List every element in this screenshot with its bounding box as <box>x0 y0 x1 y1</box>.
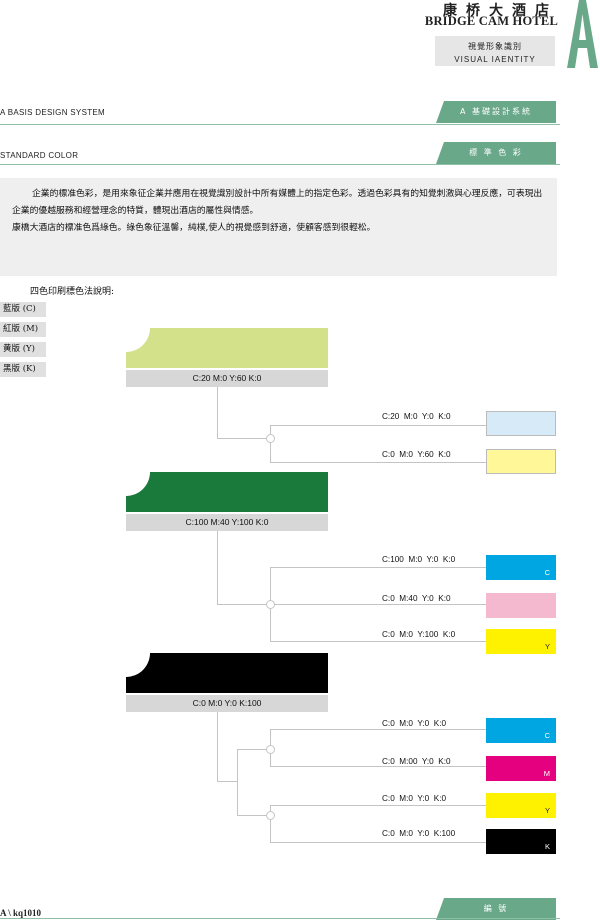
standard-color-title: STANDARD COLOR <box>0 151 79 160</box>
logo-a-icon <box>567 0 598 68</box>
swatch-letter: Y <box>544 806 550 815</box>
component-swatch-cyan: C <box>486 718 556 743</box>
divider <box>0 124 560 125</box>
component-label: C:0 M:0 Y:60 K:0 <box>382 450 451 459</box>
corner-mark <box>126 653 150 677</box>
swatch-letter: C <box>544 568 550 577</box>
plate-label-yellow: 黄版 (Y) <box>0 342 46 357</box>
standard-color-swatch-green <box>126 472 328 512</box>
junction-circle <box>266 745 275 754</box>
hotel-name-english: BRIDGE CAM HOTEL <box>424 14 558 28</box>
divider <box>0 164 560 165</box>
component-label: C:0 M:0 Y:100 K:0 <box>382 630 456 639</box>
component-label: C:100 M:0 Y:0 K:0 <box>382 555 456 564</box>
component-label: C:0 M:40 Y:0 K:0 <box>382 594 451 603</box>
description-paragraph-2: 康橋大酒店的標准色爲綠色。綠色象征溫馨，純樸,使人的視覺感到舒適，使顧客感到很輕… <box>12 223 376 233</box>
corner-mark <box>126 472 150 496</box>
component-swatch-magenta <box>486 593 556 618</box>
component-swatch-yellow <box>486 449 556 474</box>
corner-mark <box>126 328 150 352</box>
color-caption: C:20 M:0 Y:60 K:0 <box>126 370 328 387</box>
description-paragraph-1: 企業的標准色彩，是用來象征企業并應用在視覺識別設計中所有媒體上的指定色彩。透過色… <box>12 189 543 216</box>
swatch-letter: K <box>544 842 550 851</box>
swatch-letter: C <box>544 731 550 740</box>
swatch-letter: M <box>543 769 550 778</box>
basis-design-title: A BASIS DESIGN SYSTEM <box>0 108 105 117</box>
visual-identity-chinese: 視覺形象識別 <box>468 42 522 51</box>
divider <box>0 918 560 919</box>
visual-identity-box: 視覺形象識別 VISUAL IAENTITY <box>435 36 555 66</box>
component-swatch-magenta: M <box>486 756 556 781</box>
junction-circle <box>266 600 275 609</box>
hotel-name-chinese: 康桥大酒店 <box>443 3 558 19</box>
basis-design-tab: A 基礎設計系統 <box>436 101 556 123</box>
document-code: A \ kq1010 <box>0 908 42 918</box>
plate-label-magenta: 紅版 (M) <box>0 322 46 337</box>
standard-color-swatch-black <box>126 653 328 693</box>
color-caption: C:0 M:0 Y:0 K:100 <box>126 695 328 712</box>
component-label: C:0 M:0 Y:0 K:0 <box>382 719 447 728</box>
component-label: C:0 M:0 Y:0 K:100 <box>382 829 456 838</box>
component-label: C:20 M:0 Y:0 K:0 <box>382 412 451 421</box>
junction-circle <box>266 811 275 820</box>
description-box: 企業的標准色彩，是用來象征企業并應用在視覺識別設計中所有媒體上的指定色彩。透過色… <box>0 178 557 276</box>
plate-label-black: 黑版 (K) <box>0 362 46 377</box>
number-tab: 編 號 <box>436 898 556 920</box>
component-swatch-black: K <box>486 829 556 854</box>
plate-label-cyan: 藍版 (C) <box>0 302 46 317</box>
color-caption: C:100 M:40 Y:100 K:0 <box>126 514 328 531</box>
component-label: C:0 M:0 Y:0 K:0 <box>382 794 447 803</box>
standard-color-tab: 標 準 色 彩 <box>436 142 556 164</box>
component-swatch-yellow: Y <box>486 629 556 654</box>
visual-identity-english: VISUAL IAENTITY <box>454 55 536 64</box>
standard-color-swatch-light-green <box>126 328 328 368</box>
component-label: C:0 M:00 Y:0 K:0 <box>382 757 451 766</box>
four-color-subtitle: 四色印刷標色法說明: <box>30 287 115 297</box>
swatch-letter: Y <box>544 642 550 651</box>
component-swatch-yellow: Y <box>486 793 556 818</box>
component-swatch-cyan: C <box>486 555 556 580</box>
component-swatch-cyan <box>486 411 556 436</box>
junction-circle <box>266 434 275 443</box>
